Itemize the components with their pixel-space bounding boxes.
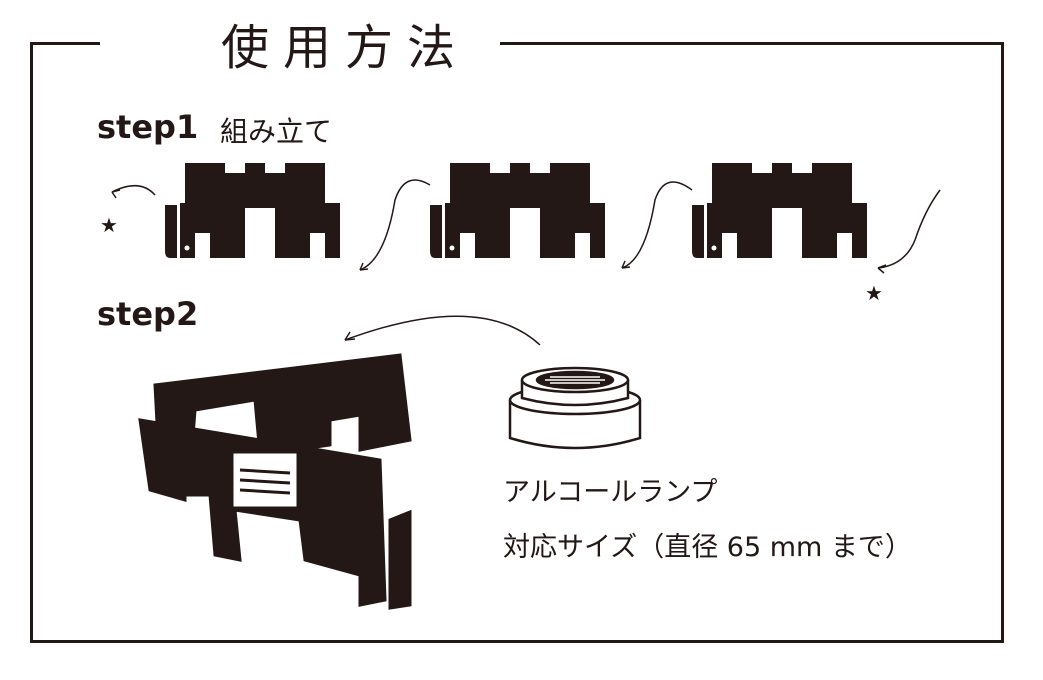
frame-border [30,42,1004,643]
lamp-size-note: 対応サイズ（直径 65 mm まで） [503,532,912,563]
page-title: 使用方法 [220,20,469,76]
star-icon: ★ [865,281,883,305]
step1-label: step1 [97,108,199,146]
frame-top-left [30,42,100,45]
panel-3 [692,163,867,258]
panel-1 [165,163,340,258]
star-icon: ★ [100,213,118,237]
step1-caption: 組み立て [220,115,333,148]
assembled-stove [138,353,412,610]
alcohol-lamp-icon [508,366,642,450]
assembly-arrows [111,179,941,346]
lamp-name: アルコールランプ [503,477,718,508]
frame-top-right [500,42,1001,45]
panel-2 [430,163,605,258]
step2-label: step2 [97,295,199,333]
